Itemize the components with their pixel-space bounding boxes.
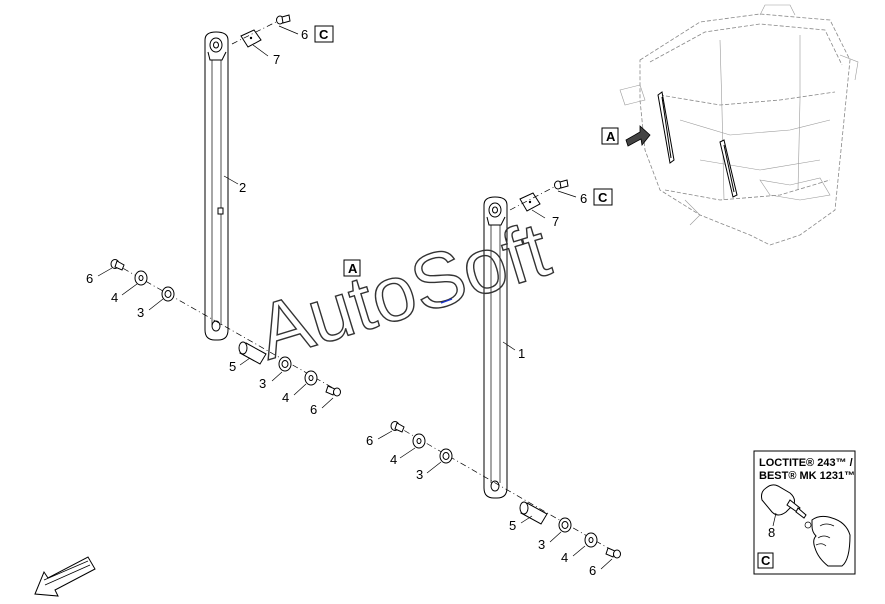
- washer-left-outer: [134, 270, 148, 286]
- callout-4-right-outer: 4: [390, 452, 397, 467]
- callout-1: 1: [518, 346, 525, 361]
- plate-right: [509, 185, 557, 212]
- bolt-left-inner: [325, 385, 341, 397]
- axis-right-lower: [392, 423, 621, 556]
- callout-3-left-inner: 3: [259, 376, 266, 391]
- view-c-label-top-right: C: [598, 190, 608, 205]
- view-a-label-locator: A: [606, 129, 616, 144]
- pin-right: [519, 501, 548, 525]
- bushing-left-inner: [278, 356, 292, 372]
- bushing-right-inner: [558, 517, 572, 533]
- callout-4-left-inner: 4: [282, 390, 289, 405]
- front-direction-arrow-icon: [34, 556, 96, 597]
- callout-4-right-inner: 4: [561, 550, 568, 565]
- callout-6-right-inner: 6: [589, 563, 596, 578]
- watermark-text: AutoSoft: [247, 205, 559, 377]
- strut-right: [483, 196, 508, 499]
- loctite-inset: LOCTITE® 243™ / BEST® MK 1231™ 8 C: [753, 450, 856, 575]
- bolt-top-right: [554, 179, 569, 190]
- callout-7-right: 7: [552, 214, 559, 229]
- view-c-box-top-left: [314, 25, 334, 43]
- callout-2: 2: [239, 180, 246, 195]
- loctite-callout-8: 8: [768, 525, 775, 540]
- callout-3-left-outer: 3: [137, 305, 144, 320]
- plate-left: [231, 20, 279, 48]
- leader-lines: [97, 25, 613, 570]
- strut-left: [204, 31, 229, 341]
- washer-left-inner: [304, 370, 318, 386]
- loctite-view-c: C: [761, 553, 771, 568]
- cab-locator-view: [619, 4, 859, 246]
- callout-4-left-outer: 4: [111, 290, 118, 305]
- pin-left: [238, 341, 267, 365]
- callout-6-top-right: 6: [580, 191, 587, 206]
- blue-mark: [440, 298, 453, 304]
- callout-5-right: 5: [509, 518, 516, 533]
- callout-7-left: 7: [273, 52, 280, 67]
- pointer-arrow-icon: [625, 125, 651, 147]
- axis-left-lower: [111, 261, 341, 393]
- washer-right-inner: [584, 532, 598, 548]
- callout-6-right-outer: 6: [366, 433, 373, 448]
- view-a-box-locator: [601, 127, 619, 145]
- washer-right-outer: [412, 433, 426, 449]
- callout-6-top-left: 6: [301, 27, 308, 42]
- loctite-line1: LOCTITE® 243™ /: [759, 457, 853, 469]
- callout-3-right-inner: 3: [538, 537, 545, 552]
- callout-5-left: 5: [229, 359, 236, 374]
- view-c-label-top-left: C: [319, 27, 329, 42]
- watermark: AutoSoft: [247, 204, 561, 377]
- callout-6-left-inner: 6: [310, 402, 317, 417]
- bolt-right-inner: [605, 547, 621, 559]
- bushing-left-outer: [161, 286, 175, 302]
- view-a-label-center: A: [348, 261, 358, 276]
- bushing-right-outer: [439, 448, 453, 464]
- loctite-line2: BEST® MK 1231™: [759, 470, 855, 482]
- adhesive-bottle-icon: [761, 484, 812, 529]
- bolt-left-outer: [110, 259, 125, 271]
- bolt-right-outer: [390, 421, 405, 433]
- view-a-box-center: [343, 259, 361, 277]
- hand-icon: [811, 515, 851, 567]
- callout-6-left-outer: 6: [86, 271, 93, 286]
- bolt-top-left: [276, 14, 291, 25]
- callout-3-right-outer: 3: [416, 467, 423, 482]
- view-c-box-top-right: [593, 188, 613, 206]
